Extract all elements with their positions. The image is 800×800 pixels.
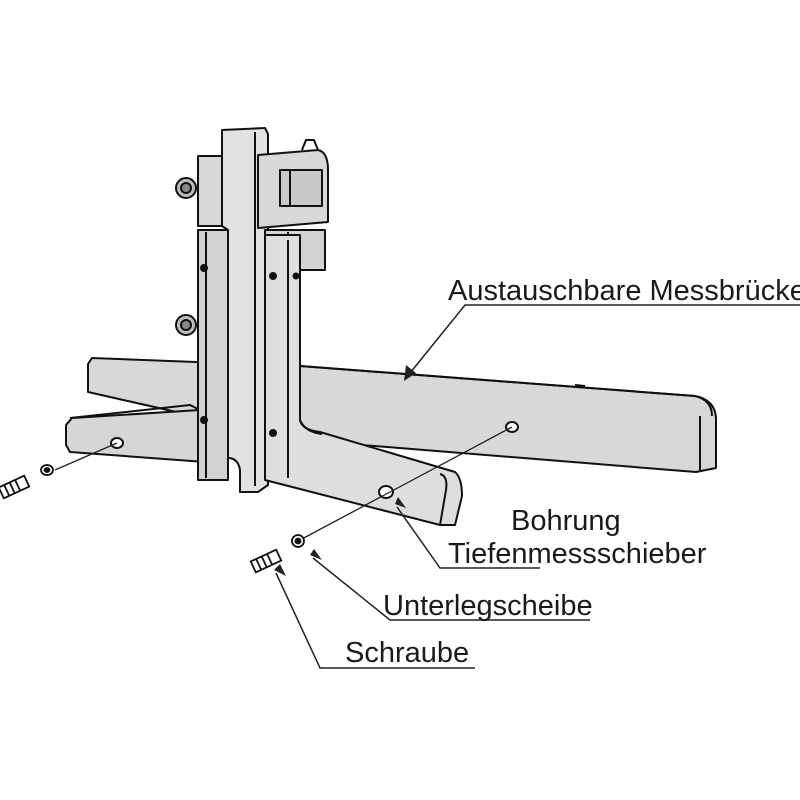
- screw: [249, 548, 283, 574]
- label-bridge: Austauschbare Messbrücke: [448, 275, 800, 307]
- depth-gauge-foot: [264, 234, 519, 526]
- left-column: [175, 155, 229, 481]
- label-bore-line1: Bohrung: [511, 505, 621, 537]
- bridge-bore-hole: [505, 421, 519, 433]
- left-base-arm: [65, 404, 206, 463]
- label-screw: Schraube: [345, 637, 469, 669]
- main-beam: [221, 127, 269, 493]
- label-bore-line2: Tiefenmessschieber: [448, 538, 707, 570]
- left-screw-set: [0, 464, 54, 500]
- assembly-lines: [54, 426, 513, 541]
- leader-arrowheads: [274, 365, 416, 576]
- label-washer: Unterlegscheibe: [383, 590, 593, 622]
- foot-bore-hole: [378, 485, 394, 499]
- leader-lines: [275, 304, 800, 669]
- washer: [291, 534, 305, 548]
